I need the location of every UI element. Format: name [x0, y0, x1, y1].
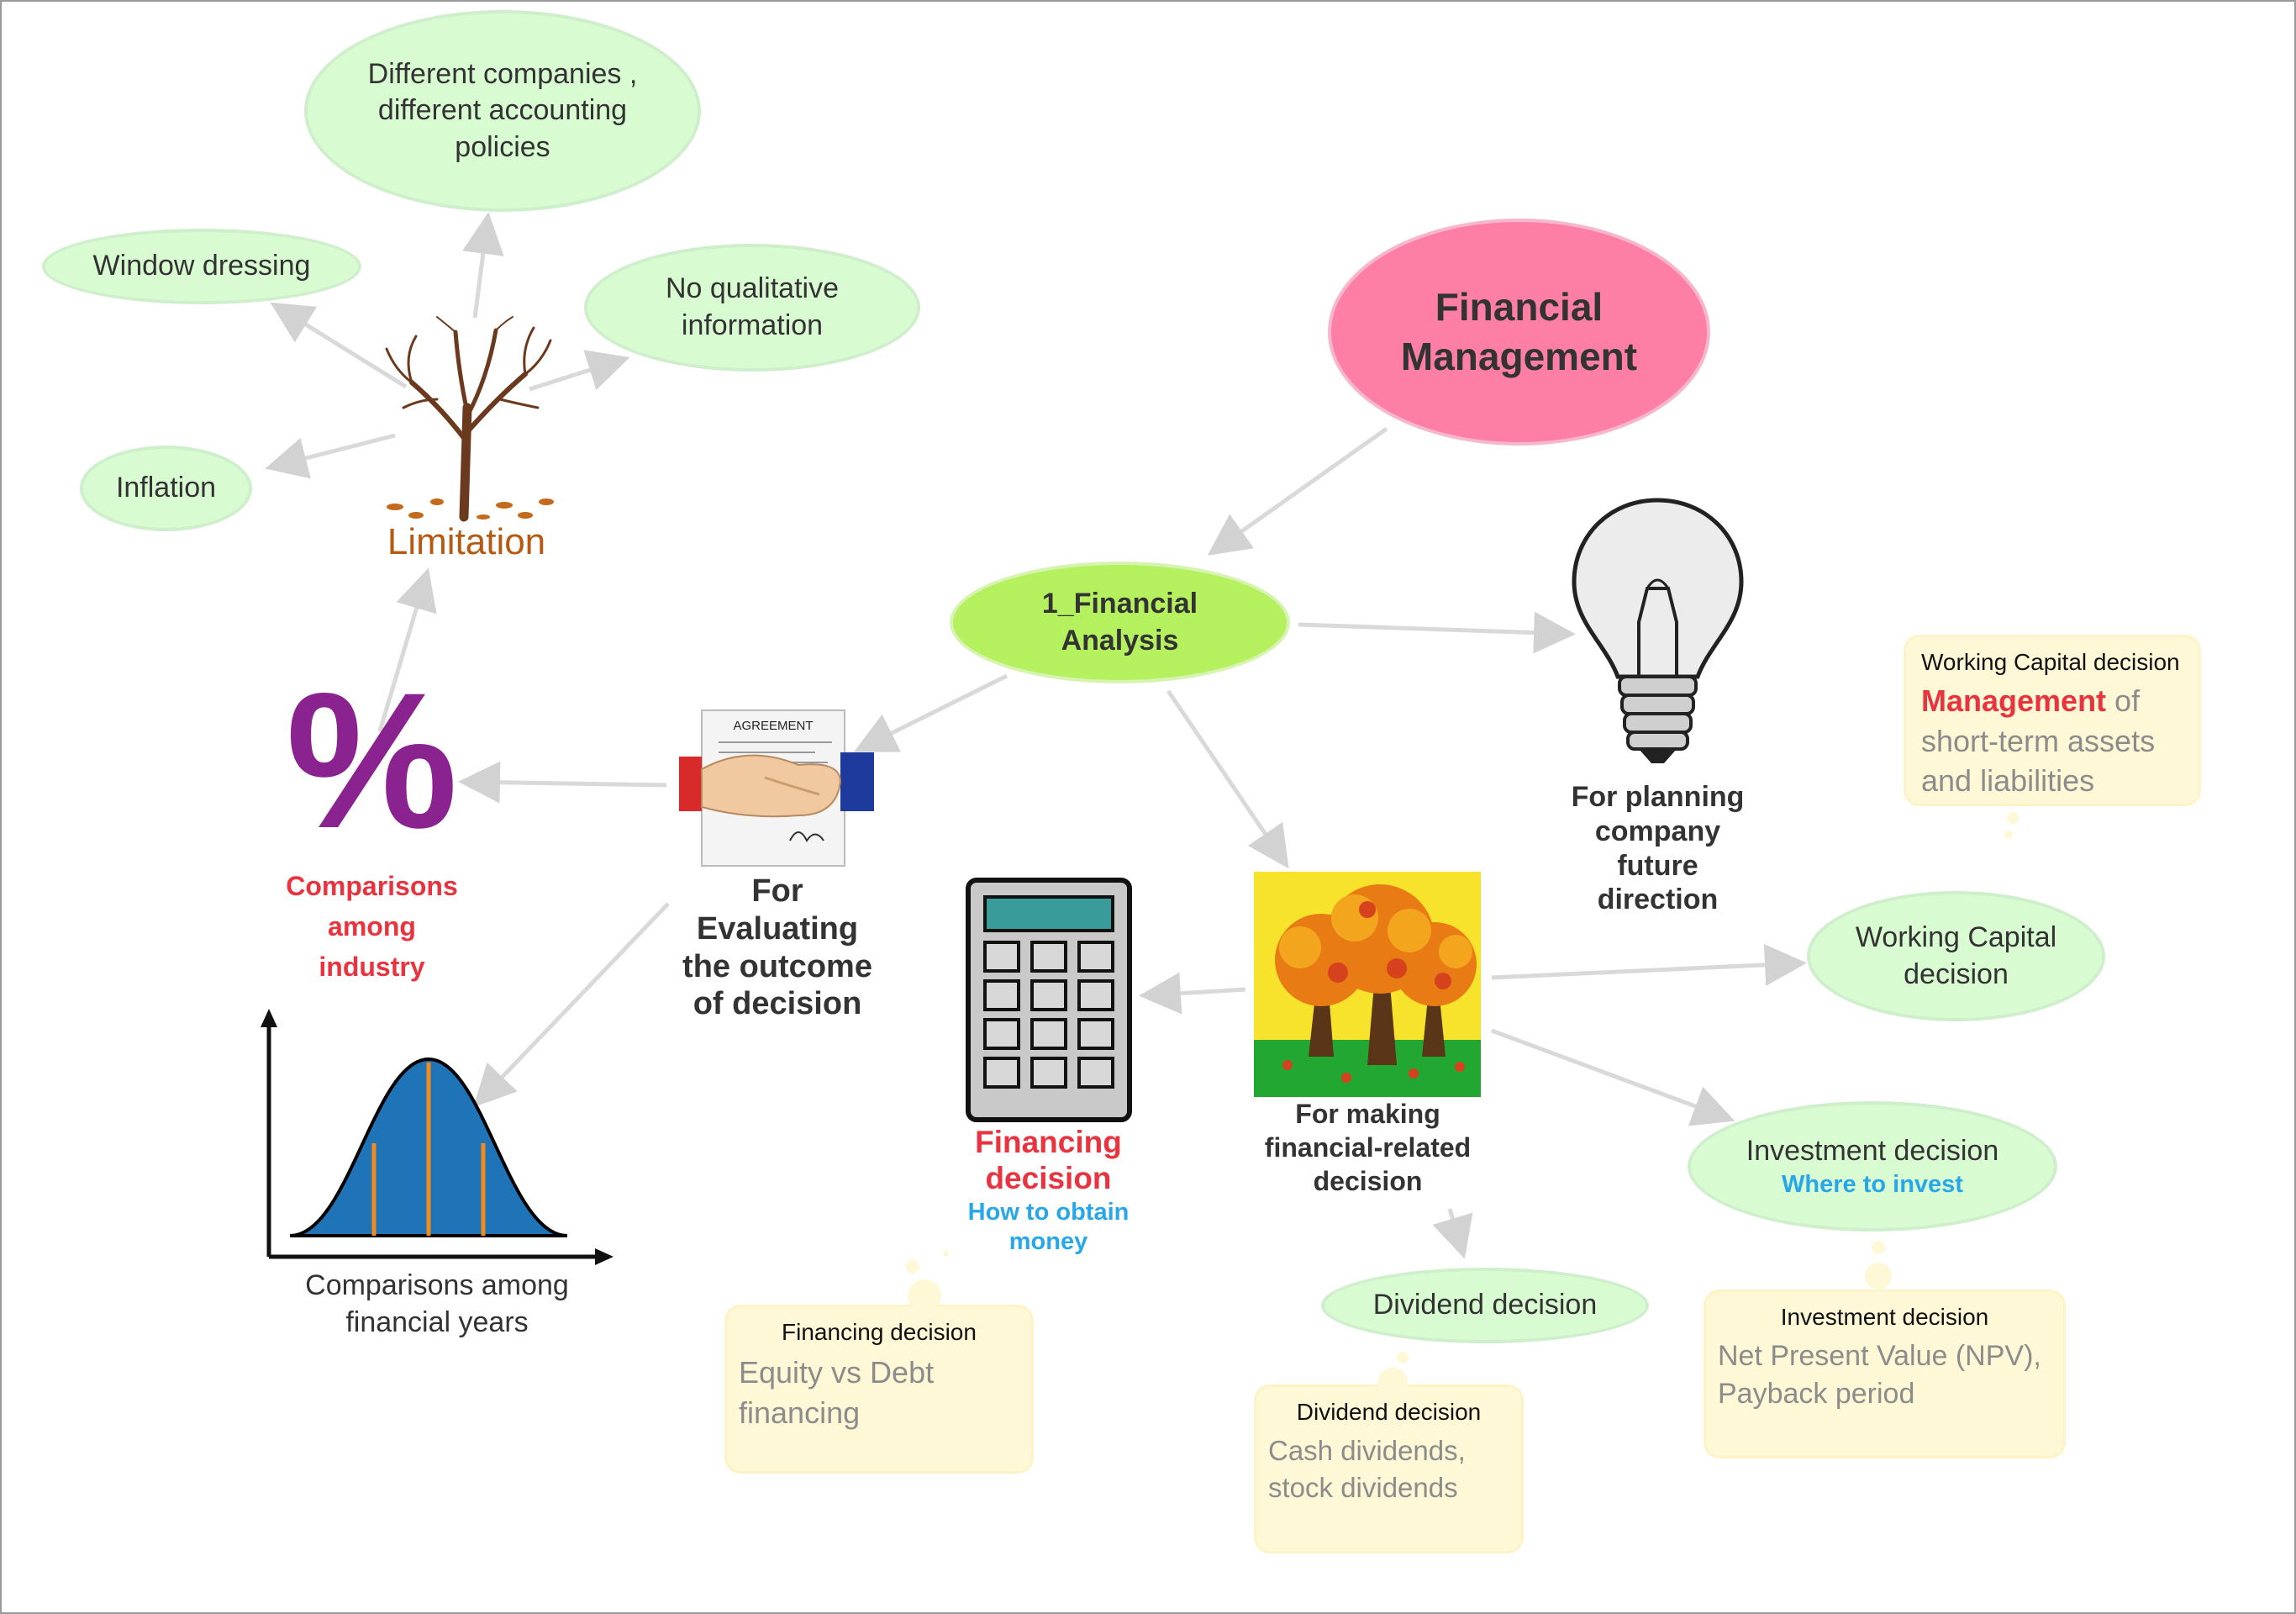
node-different-companies[interactable]: Different companies , different accounti… — [304, 10, 701, 212]
investment-decision-title: Investment decision — [1746, 1135, 1999, 1168]
node-dividend-decision[interactable]: Dividend decision — [1321, 1268, 1649, 1343]
edge-limitation-companies — [462, 212, 504, 319]
financing-sub-label: How to obtain money — [967, 1199, 1130, 1255]
note-working-capital-title: Working Capital decision — [1921, 649, 2180, 675]
edge-decision-dividend — [1432, 1208, 1473, 1259]
note-tail-dividend — [1377, 1352, 1409, 1395]
limitation-label: Limitation — [387, 521, 546, 562]
note-dividend: Dividend decision Cash dividends, stock … — [1256, 1387, 1521, 1551]
percent-icon: % — [286, 652, 458, 868]
node-financial-analysis[interactable]: 1_Financial Analysis — [950, 562, 1290, 683]
lightbulb-icon — [1572, 498, 1744, 763]
edge-evaluating-percent — [458, 761, 667, 804]
handshake-agreement-icon: AGREEMENT — [672, 709, 874, 867]
edge-analysis-planning — [1298, 611, 1576, 654]
bare-tree-icon — [385, 316, 554, 522]
node-working-capital[interactable]: Working Capital decision — [1807, 891, 2105, 1021]
node-inflation[interactable]: Inflation — [80, 446, 252, 531]
edge-limitation-inflation — [265, 433, 396, 479]
node-financial-management[interactable]: Financial Management — [1328, 219, 1710, 446]
note-dividend-body: Cash dividends, stock dividends — [1268, 1435, 1466, 1503]
note-investment-body: Net Present Value (NPV), Payback period — [1718, 1340, 2041, 1410]
edge-limitation-qualitative — [529, 350, 630, 392]
calculator-icon — [966, 878, 1132, 1122]
node-no-qualitative[interactable]: No qualitative information — [584, 244, 920, 372]
comparisons-industry-label: Comparisons among industry — [286, 871, 458, 982]
edge-analysis-making-decision — [1166, 689, 1289, 869]
bell-curve-chart-icon — [261, 1009, 613, 1265]
autumn-trees-icon — [1254, 872, 1481, 1097]
note-financing-title: Financing decision — [782, 1319, 977, 1345]
note-working-capital-em: Management — [1921, 683, 2107, 718]
node-window-dressing[interactable]: Window dressing — [42, 229, 361, 304]
note-investment: Investment decision Net Present Value (N… — [1706, 1292, 2063, 1456]
investment-decision-sub: Where to invest — [1782, 1170, 1963, 1198]
note-financing-body: Equity vs Debt financing — [739, 1355, 935, 1430]
note-tail-financing — [906, 1250, 948, 1311]
note-financing: Financing decision Equity vs Debt financ… — [727, 1307, 1031, 1471]
note-working-capital: Working Capital decision Management of s… — [1906, 637, 2199, 804]
agreement-text: AGREEMENT — [733, 719, 813, 733]
comparisons-years-label: Comparisons among financial years — [305, 1269, 569, 1338]
edge-management-analysis — [1207, 426, 1388, 556]
note-dividend-title: Dividend decision — [1296, 1399, 1482, 1425]
note-tail-investment — [1865, 1241, 1892, 1290]
note-tail-working-capital — [2004, 812, 2019, 839]
node-investment-decision[interactable]: Investment decision Where to invest — [1688, 1101, 2057, 1232]
edge-analysis-evaluating — [854, 673, 1008, 752]
edge-evaluating-years — [473, 902, 670, 1108]
making-decision-label: For making financial-related decision — [1264, 1099, 1472, 1196]
financing-decision-label: Financing decision — [975, 1125, 1122, 1195]
edge-percent-limitation — [377, 567, 437, 732]
planning-label: For planning company future direction — [1571, 781, 1745, 916]
edge-decision-working-capital — [1491, 943, 1807, 986]
evaluating-label: For Evaluating the outcome of decision — [682, 873, 872, 1022]
note-working-capital-body: of short-term assets and liabilities — [1921, 683, 2156, 799]
note-investment-title: Investment decision — [1780, 1304, 1989, 1330]
edge-limitation-window — [270, 302, 408, 389]
edge-decision-investment — [1491, 1028, 1735, 1126]
edge-decision-financing — [1139, 972, 1246, 1015]
